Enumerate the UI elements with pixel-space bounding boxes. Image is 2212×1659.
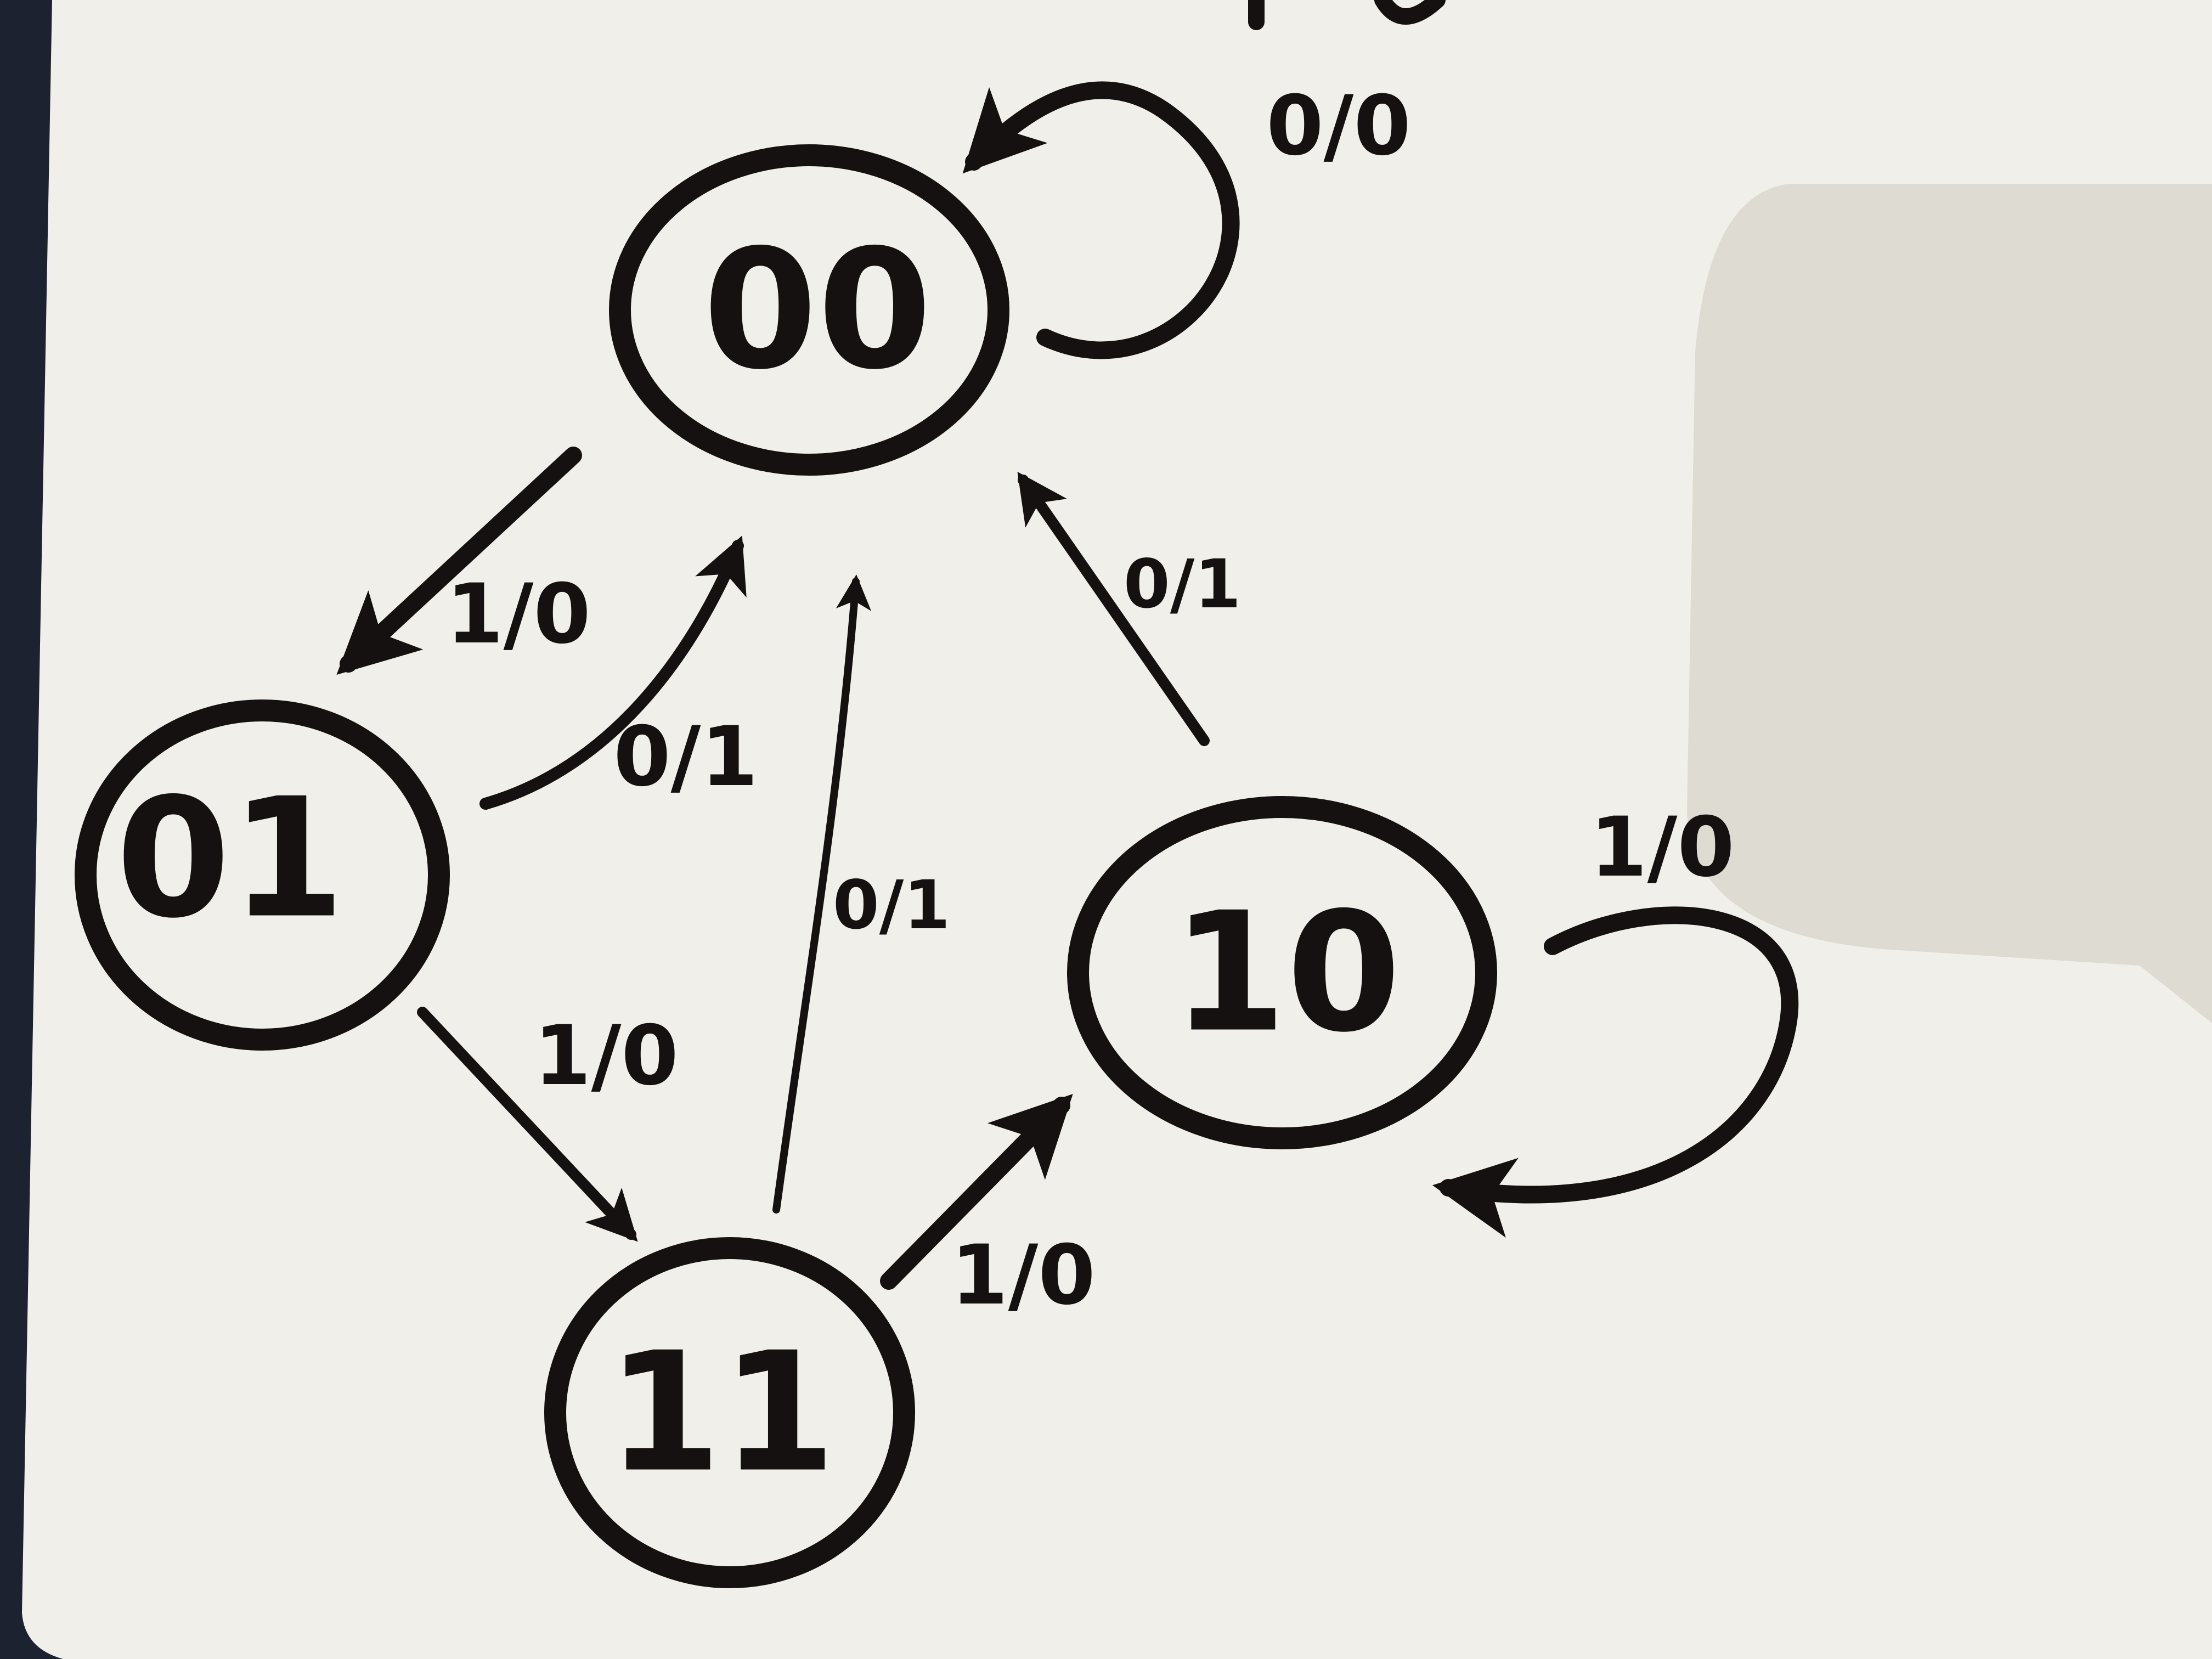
state-01: 01 bbox=[75, 699, 450, 1051]
transition-01-00: 0/1 bbox=[479, 535, 758, 810]
transition-10-00-arrow bbox=[1017, 471, 1210, 746]
hand-shadow bbox=[1687, 184, 2212, 1023]
transition-01-11: 1/0 bbox=[417, 1007, 679, 1242]
state-00-label: 00 bbox=[703, 215, 932, 406]
whiteboard bbox=[22, 0, 2212, 1659]
transition-01-00-label: 0/1 bbox=[613, 709, 758, 805]
transition-11-10: 1/0 bbox=[880, 1094, 1096, 1323]
transition-00-00-label: 0/0 bbox=[1266, 78, 1411, 174]
transition-00-01-arrow bbox=[336, 447, 582, 675]
state-01-circle bbox=[75, 699, 450, 1051]
transition-11-10-label: 1/0 bbox=[951, 1228, 1096, 1323]
transition-11-00-arrow bbox=[772, 574, 872, 1214]
state-10: 10 bbox=[1067, 796, 1497, 1149]
transition-10-00: 0/1 bbox=[1017, 471, 1241, 746]
state-11-label: 11 bbox=[607, 1317, 836, 1509]
transition-11-00-label: 0/1 bbox=[833, 866, 950, 944]
transition-11-10-arrow bbox=[880, 1094, 1073, 1290]
state-11-circle bbox=[544, 1237, 915, 1588]
state-10-circle bbox=[1067, 796, 1497, 1149]
transition-00-01: 1/0 bbox=[336, 447, 591, 675]
transition-01-00-arrow bbox=[479, 535, 747, 810]
cut-off-scribble bbox=[1248, 0, 1446, 30]
state-00-circle bbox=[609, 144, 1009, 476]
state-10-label: 10 bbox=[1172, 877, 1401, 1069]
state-00: 00 bbox=[609, 144, 1009, 476]
transition-00-01-label: 1/0 bbox=[446, 567, 591, 662]
transition-01-11-label: 1/0 bbox=[534, 1008, 679, 1104]
transition-10-10-label: 1/0 bbox=[1590, 800, 1735, 895]
transition-11-00: 0/1 bbox=[772, 574, 950, 1214]
transition-10-00-label: 0/1 bbox=[1124, 545, 1241, 623]
state-01-label: 01 bbox=[116, 763, 345, 955]
transition-01-11-arrow bbox=[417, 1007, 638, 1242]
transition-00-00-arrow bbox=[962, 81, 1240, 359]
transition-10-10-arrow bbox=[1432, 906, 1799, 1238]
transition-00-00: 0/0 bbox=[962, 78, 1411, 359]
transition-10-10: 1/0 bbox=[1432, 800, 1799, 1238]
state-11: 11 bbox=[544, 1237, 915, 1588]
